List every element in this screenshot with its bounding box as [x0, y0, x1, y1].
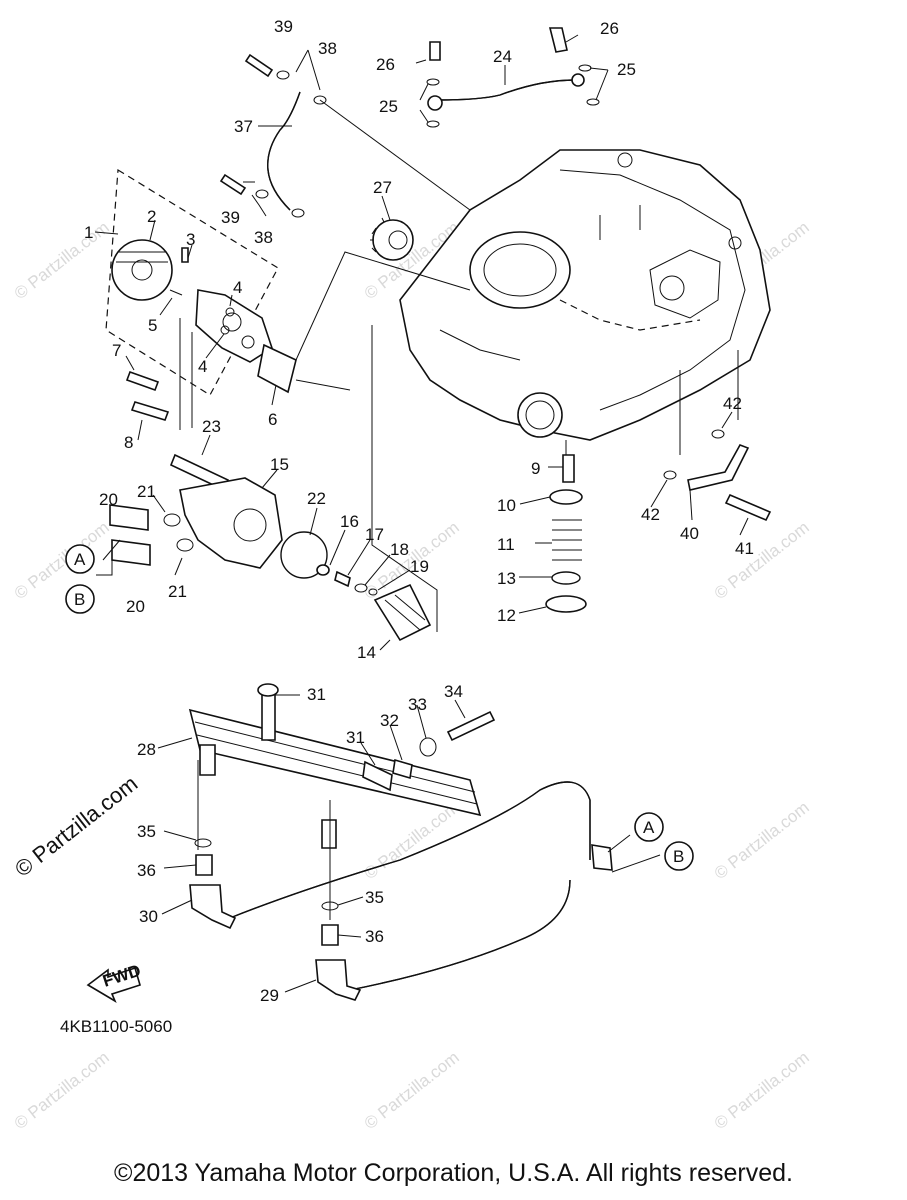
connector-a: A — [643, 818, 655, 837]
callout-20: 20 — [99, 490, 118, 509]
callout-34: 34 — [444, 682, 463, 701]
connector-b: B — [74, 590, 85, 609]
oil-cooler — [188, 683, 496, 849]
callout-2: 2 — [147, 207, 156, 226]
callout-27: 27 — [373, 178, 392, 197]
callout-33: 33 — [408, 695, 427, 714]
callout-38: 38 — [254, 228, 273, 247]
diagram-code: 4KB1100-5060 — [60, 1017, 172, 1036]
callout-numbers: 1 2 3 4 4 5 6 7 8 9 10 11 12 13 14 15 16… — [84, 17, 754, 1005]
callout-36: 36 — [137, 861, 156, 880]
callout-38: 38 — [318, 39, 337, 58]
callout-35: 35 — [137, 822, 156, 841]
bolts-7-8 — [125, 370, 170, 421]
copyright-text: ©2013 Yamaha Motor Corporation, U.S.A. A… — [114, 1159, 793, 1187]
callout-13: 13 — [497, 569, 516, 588]
oil-filter-parts — [280, 325, 438, 642]
callout-20: 20 — [126, 597, 145, 616]
callout-35: 35 — [365, 888, 384, 907]
callout-41: 41 — [735, 539, 754, 558]
callout-39: 39 — [274, 17, 293, 36]
callout-25: 25 — [617, 60, 636, 79]
faint-watermark: © Partzilla.com — [11, 218, 113, 304]
callout-23: 23 — [202, 417, 221, 436]
faint-watermark: © Partzilla.com — [11, 1048, 113, 1134]
callout-8: 8 — [124, 433, 133, 452]
crankcase-illustration — [399, 149, 771, 441]
faint-watermark: © Partzilla.com — [711, 798, 813, 884]
callout-19: 19 — [410, 557, 429, 576]
callout-42: 42 — [641, 505, 660, 524]
callout-24: 24 — [493, 47, 512, 66]
callout-30: 30 — [139, 907, 158, 926]
callout-16: 16 — [340, 512, 359, 531]
breather-parts — [663, 350, 772, 522]
callout-26: 26 — [376, 55, 395, 74]
connector-b: B — [673, 847, 684, 866]
callout-42: 42 — [723, 394, 742, 413]
callout-32: 32 — [380, 711, 399, 730]
callout-4: 4 — [198, 357, 207, 376]
drain-parts — [545, 440, 587, 613]
callout-7: 7 — [112, 341, 121, 360]
connector-markers: A B A B — [65, 544, 694, 871]
callout-29: 29 — [260, 986, 279, 1005]
callout-1: 1 — [84, 223, 93, 242]
callout-3: 3 — [186, 230, 195, 249]
oil-pipe-37 — [219, 53, 471, 218]
callout-37: 37 — [234, 117, 253, 136]
oil-hoses — [189, 781, 613, 1001]
callout-15: 15 — [270, 455, 289, 474]
callout-26: 26 — [600, 19, 619, 38]
callout-21: 21 — [168, 582, 187, 601]
callout-28: 28 — [137, 740, 156, 759]
callout-12: 12 — [497, 606, 516, 625]
callout-6: 6 — [268, 410, 277, 429]
callout-31: 31 — [307, 685, 326, 704]
leader-lines — [94, 34, 749, 993]
callout-11: 11 — [497, 535, 515, 554]
oil-pipe-24 — [426, 27, 600, 128]
callout-22: 22 — [307, 489, 326, 508]
fwd-arrow: FWD — [86, 961, 143, 1003]
callout-17: 17 — [365, 525, 384, 544]
callout-40: 40 — [680, 524, 699, 543]
faint-watermark: © Partzilla.com — [711, 1048, 813, 1134]
faint-watermark: © Partzilla.com — [11, 518, 113, 604]
callout-21: 21 — [137, 482, 156, 501]
callout-39: 39 — [221, 208, 240, 227]
connector-a: A — [74, 550, 86, 569]
callout-25: 25 — [379, 97, 398, 116]
callout-31: 31 — [346, 728, 365, 747]
callout-4: 4 — [233, 278, 242, 297]
callout-36: 36 — [365, 927, 384, 946]
oil-cooler-housing — [109, 453, 283, 569]
callout-5: 5 — [148, 316, 157, 335]
callout-10: 10 — [497, 496, 516, 515]
callout-18: 18 — [390, 540, 409, 559]
gear-27 — [370, 217, 414, 261]
oil-pump-group — [105, 168, 471, 430]
faint-watermark: © Partzilla.com — [711, 518, 813, 604]
callout-9: 9 — [531, 459, 540, 478]
callout-14: 14 — [357, 643, 376, 662]
faint-watermark: © Partzilla.com — [361, 1048, 463, 1134]
